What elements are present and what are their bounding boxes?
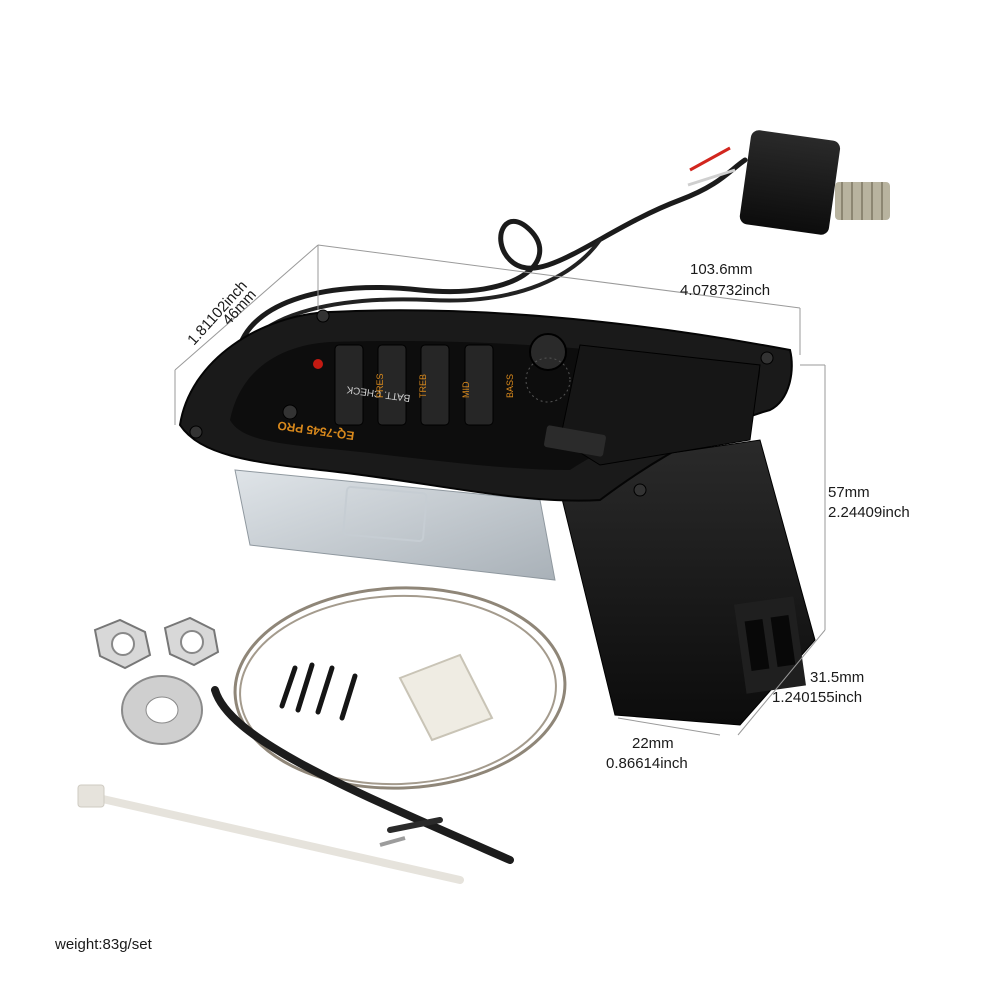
- slider-bass: [464, 344, 494, 426]
- volume-knob: [529, 333, 567, 371]
- white-wire: [687, 168, 736, 187]
- box-depth-mm: 22mm: [632, 735, 674, 752]
- cable-tie: [81, 791, 464, 884]
- slider-label-bass: BASS: [505, 373, 515, 398]
- slider-treb: [377, 344, 407, 426]
- jack-cable: [235, 157, 748, 355]
- height-mm: 57mm: [828, 484, 870, 501]
- output-jack: [739, 130, 890, 235]
- pickup-cable: [233, 586, 567, 790]
- preamp-metal-box: [234, 469, 556, 581]
- slider-pres: [334, 344, 364, 426]
- slider-mid: [420, 344, 450, 426]
- hex-nuts: [93, 616, 220, 670]
- batt-check-led: [313, 359, 323, 369]
- dimension-lines: [174, 244, 826, 736]
- box-width-inch: 1.240155inch: [772, 689, 863, 706]
- screws: [279, 662, 358, 721]
- piezo-pickup: [211, 686, 514, 864]
- length-inch: 4.078732inch: [680, 282, 771, 299]
- box-depth-inch: 0.86614inch: [606, 755, 688, 772]
- slider-label-treb: TREB: [418, 373, 428, 398]
- washer: [121, 675, 203, 745]
- batt-check-button: [282, 404, 298, 420]
- weight-caption: weight:83g/set: [55, 936, 152, 953]
- cable-tie-mount: [398, 653, 494, 742]
- battery-cover: [559, 344, 761, 466]
- slider-label-mid: MID: [461, 381, 471, 399]
- red-wire: [689, 146, 731, 172]
- height-inch: 2.24409inch: [828, 504, 910, 521]
- length-mm: 103.6mm: [690, 261, 753, 278]
- box-width-mm: 31.5mm: [810, 669, 865, 686]
- slider-label-pres: PRES: [375, 373, 385, 398]
